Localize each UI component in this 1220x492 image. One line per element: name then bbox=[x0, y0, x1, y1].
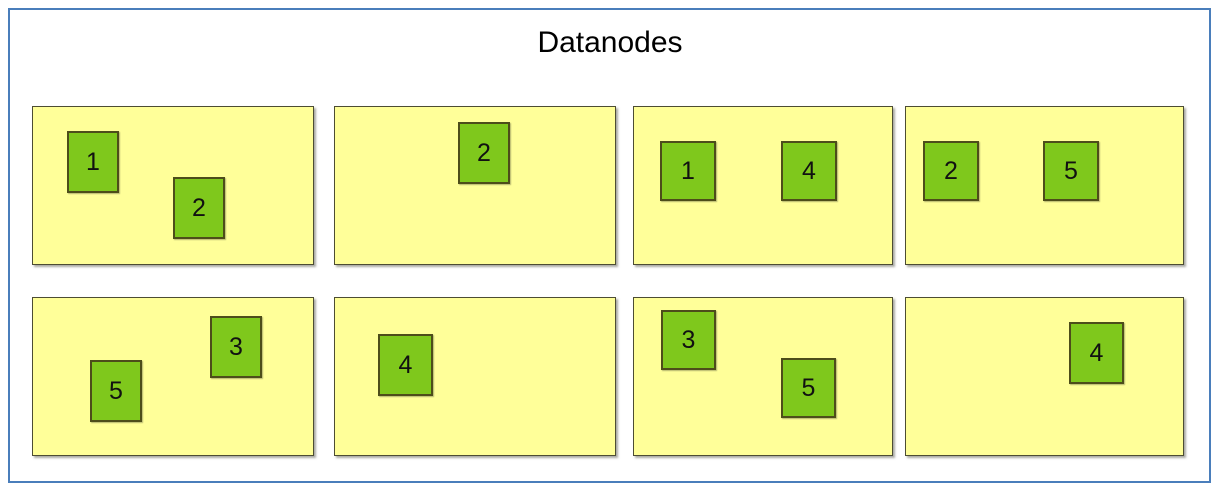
data-block[interactable]: 4 bbox=[378, 334, 433, 396]
data-block-label: 1 bbox=[86, 147, 100, 176]
data-block-label: 4 bbox=[802, 156, 816, 185]
data-block-label: 5 bbox=[109, 376, 123, 405]
data-block-label: 3 bbox=[681, 325, 696, 354]
datanode-box[interactable]: 4 bbox=[334, 297, 616, 456]
data-block[interactable]: 4 bbox=[1069, 322, 1124, 384]
data-block[interactable]: 2 bbox=[458, 122, 510, 184]
data-block[interactable]: 2 bbox=[173, 177, 225, 239]
data-block[interactable]: 3 bbox=[661, 310, 716, 370]
data-block[interactable]: 5 bbox=[781, 358, 836, 418]
data-block[interactable]: 4 bbox=[781, 141, 837, 201]
data-block-label: 4 bbox=[398, 350, 413, 379]
data-block-label: 3 bbox=[229, 332, 243, 361]
page-title: Datanodes bbox=[537, 26, 683, 59]
datanode-box[interactable]: 4 bbox=[905, 297, 1184, 456]
data-block[interactable]: 5 bbox=[1043, 141, 1099, 201]
data-block-label: 2 bbox=[944, 156, 958, 185]
data-block-label: 2 bbox=[477, 138, 491, 167]
data-block-label: 5 bbox=[801, 373, 816, 402]
data-block-label: 4 bbox=[1089, 338, 1104, 367]
outer-border-frame bbox=[8, 8, 1211, 483]
data-block[interactable]: 5 bbox=[90, 360, 142, 422]
data-block-label: 1 bbox=[681, 156, 695, 185]
data-block[interactable]: 1 bbox=[67, 131, 119, 193]
data-block-label: 2 bbox=[192, 193, 206, 222]
data-block[interactable]: 2 bbox=[923, 141, 979, 201]
data-block[interactable]: 1 bbox=[660, 141, 716, 201]
datanode-box[interactable]: 2 bbox=[334, 106, 616, 265]
data-block-label: 5 bbox=[1064, 156, 1078, 185]
data-block[interactable]: 3 bbox=[210, 316, 262, 378]
